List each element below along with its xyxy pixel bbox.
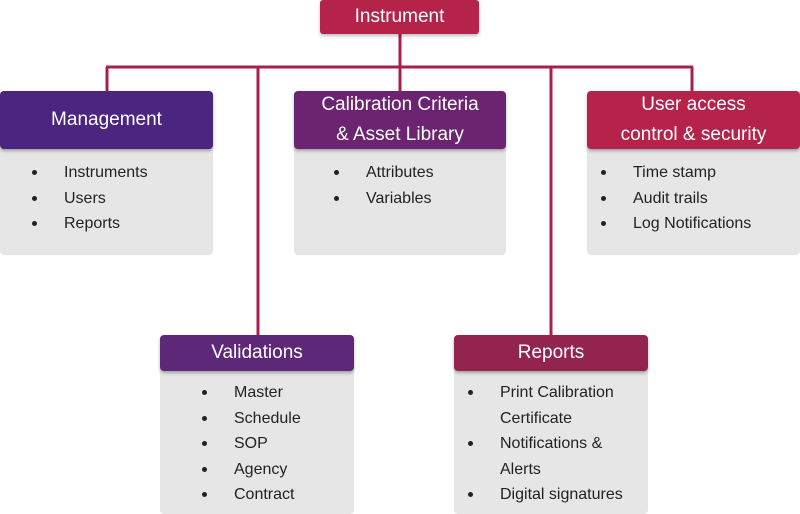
card-body [587, 131, 800, 255]
list-item: Time stamp [599, 160, 751, 186]
card-validations: Validations Master Schedule SOP Agency C… [160, 335, 354, 514]
item-list: Attributes Variables [332, 160, 434, 211]
list-item: Users [30, 186, 148, 212]
list-item: Notifications & Alerts [466, 431, 644, 482]
list-item: Agency [200, 457, 301, 483]
card-title: Reports [517, 342, 585, 363]
card-body [454, 359, 648, 514]
card-header: Management [0, 91, 213, 149]
item-list: Instruments Users Reports [30, 160, 148, 237]
card-header: Reports [454, 335, 648, 371]
list-item: Log Notifications [599, 211, 751, 237]
card-title-line-2: & Asset Library [336, 124, 464, 145]
card-reports: Reports Print Calibration Certificate No… [454, 335, 648, 514]
list-item: Reports [30, 211, 148, 237]
card-header: Validations [160, 335, 354, 371]
card-management: Management Instruments Users Reports [0, 91, 213, 255]
card-body [0, 131, 213, 255]
list-item: Contract [200, 482, 301, 508]
card-header: User access control & security [587, 91, 800, 149]
card-title-line-1: Calibration Criteria [321, 94, 479, 115]
list-item: Schedule [200, 406, 301, 432]
card-title-line-2: control & security [620, 124, 767, 145]
list-item: Audit trails [599, 186, 751, 212]
card-title-line-1: User access [641, 94, 746, 115]
card-title: Management [51, 109, 162, 130]
card-header: Calibration Criteria & Asset Library [294, 91, 506, 149]
root-node-instrument: Instrument [320, 0, 479, 34]
item-list: Master Schedule SOP Agency Contract [200, 380, 301, 508]
list-item: Print Calibration Certificate [466, 380, 644, 431]
card-body [160, 359, 354, 514]
card-calibration-criteria: Calibration Criteria & Asset Library Att… [294, 91, 506, 255]
item-list: Time stamp Audit trails Log Notification… [599, 160, 751, 237]
list-item: SOP [200, 431, 301, 457]
card-body [294, 131, 506, 255]
item-list: Print Calibration Certificate Notificati… [466, 380, 644, 508]
card-title: Validations [211, 342, 303, 363]
list-item: Variables [332, 186, 434, 212]
list-item: Digital signatures [466, 482, 644, 508]
card-user-access: User access control & security Time stam… [587, 91, 800, 255]
list-item: Instruments [30, 160, 148, 186]
list-item: Attributes [332, 160, 434, 186]
list-item: Master [200, 380, 301, 406]
